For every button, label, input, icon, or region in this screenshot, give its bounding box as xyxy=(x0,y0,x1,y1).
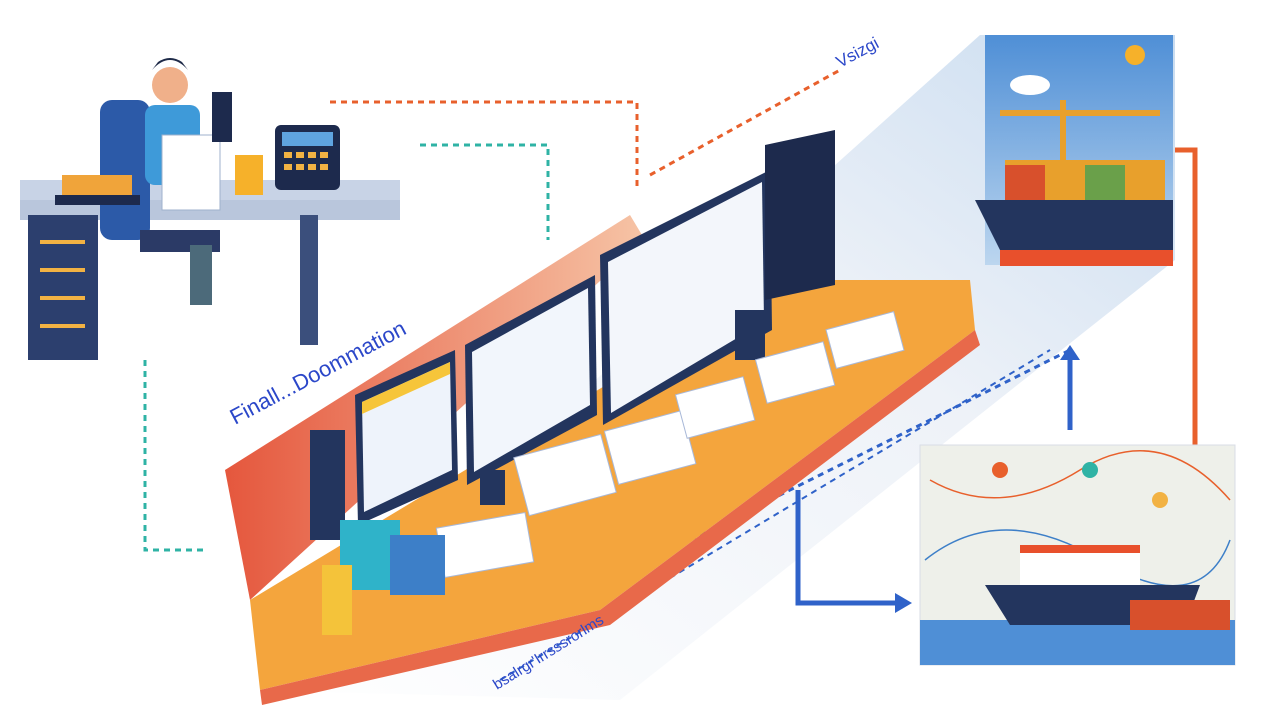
box xyxy=(390,535,445,595)
port-scene xyxy=(975,35,1173,266)
yellow-box xyxy=(322,565,352,635)
arrow-head-blue-up xyxy=(1060,345,1080,360)
top-flow-label: Vsizgi xyxy=(833,33,882,71)
solid-arrows xyxy=(795,147,1198,606)
office-worker-desk xyxy=(20,58,400,360)
arrow-head-blue xyxy=(895,593,912,613)
paper-documents xyxy=(435,311,905,579)
map-scene xyxy=(919,444,1236,666)
monitors xyxy=(355,130,835,525)
